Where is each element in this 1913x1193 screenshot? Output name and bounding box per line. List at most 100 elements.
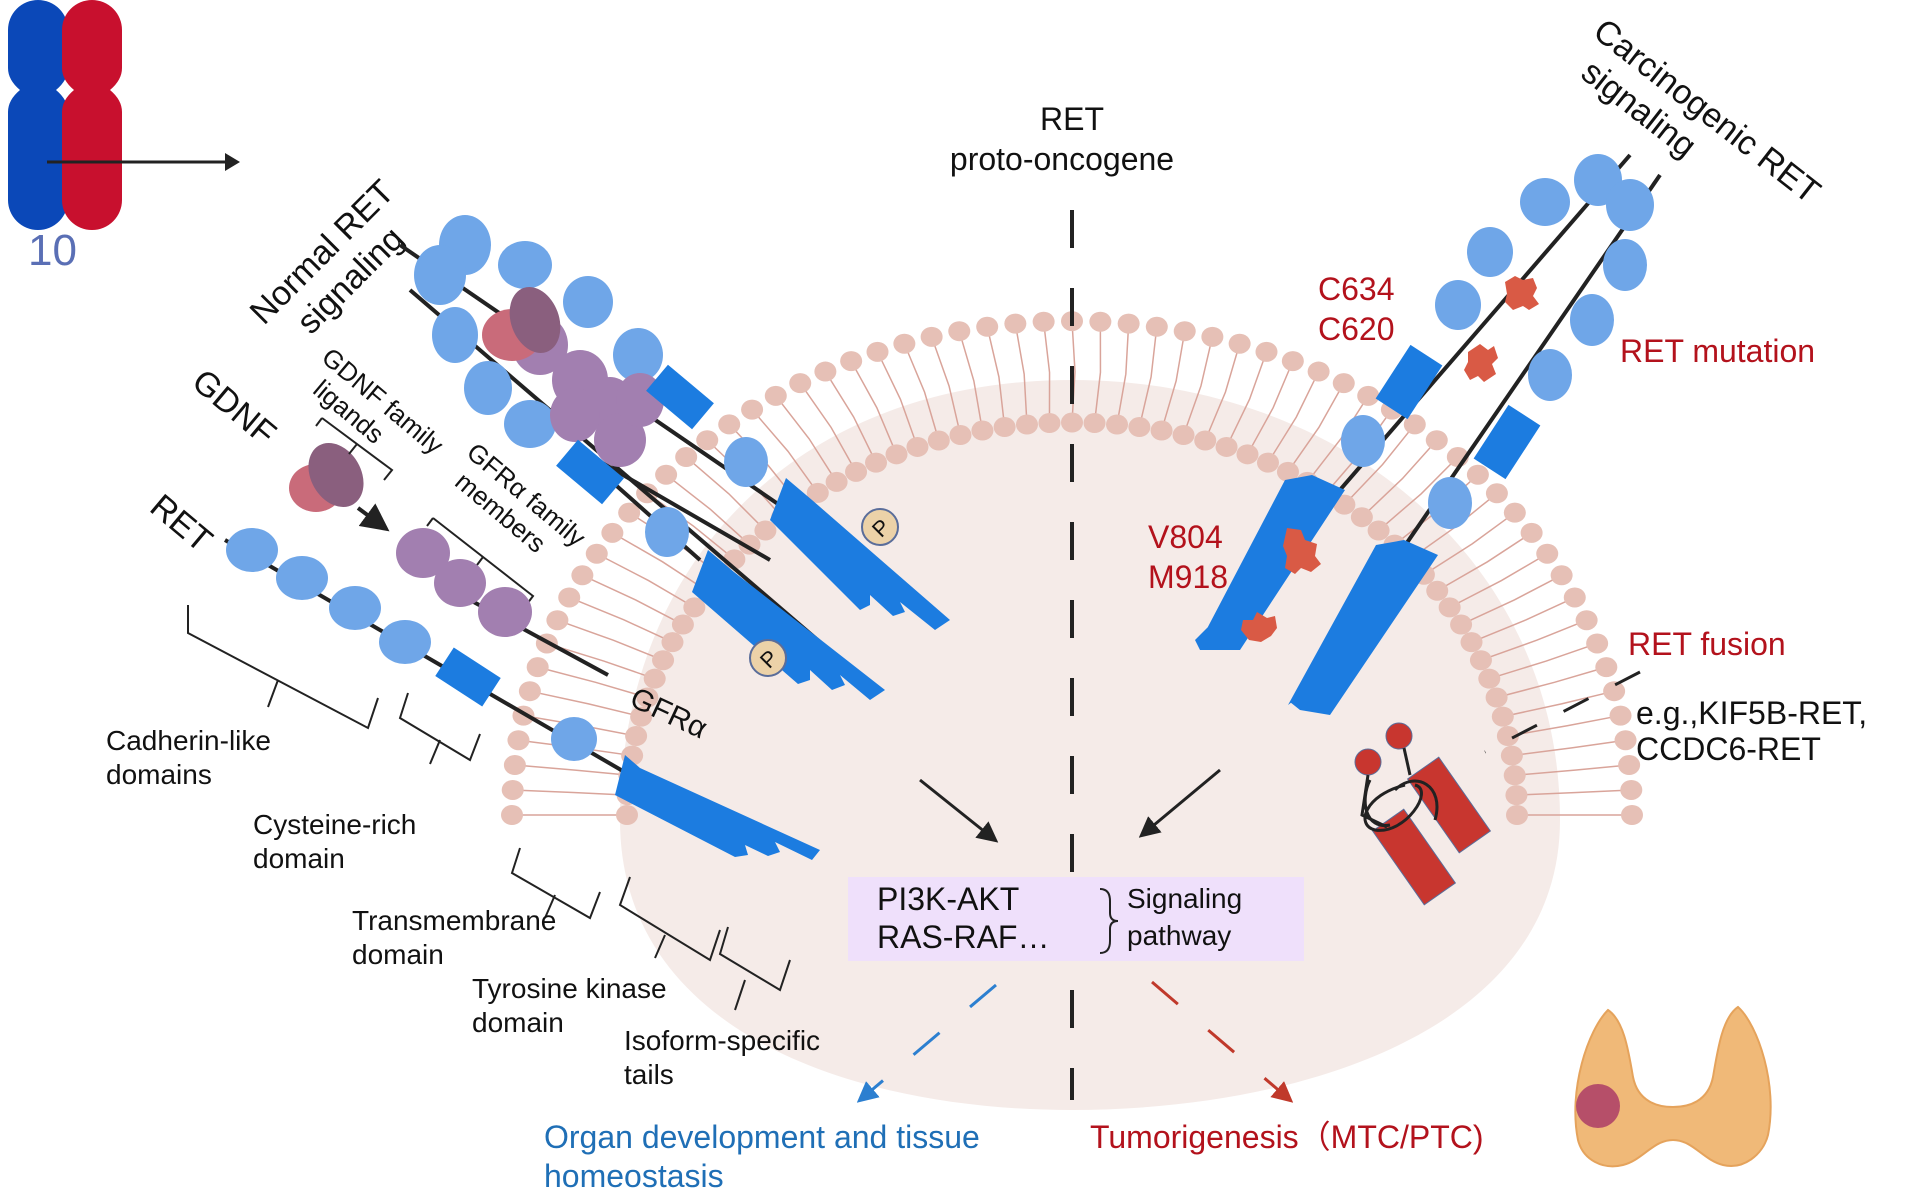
lipid-head: [1595, 657, 1618, 678]
lipid-tail: [1138, 326, 1158, 428]
ret-fusion-protein-icon: [1354, 722, 1492, 906]
lipid-tail: [1246, 360, 1294, 455]
lipid-head: [507, 730, 530, 751]
signaling-pathway-box: PI3K-AKT RAS-RAF… Signaling pathway: [848, 877, 1304, 961]
lipid-head: [636, 687, 659, 708]
chromosome-10-icon: [8, 0, 240, 230]
lipid-head: [1038, 413, 1061, 434]
lipid-tail: [876, 351, 919, 448]
lipid-head: [1015, 414, 1038, 435]
lipid-head: [866, 341, 889, 362]
lipid-head: [718, 414, 741, 435]
lipid-head: [501, 779, 524, 800]
lipid-head: [1621, 805, 1643, 825]
lipid-head: [618, 502, 641, 523]
lipid-head: [976, 316, 999, 337]
lipid-tail: [775, 395, 838, 483]
lipid-head: [893, 333, 916, 354]
domain-label: tails: [624, 1059, 674, 1090]
fusion-example-1: e.g.,KIF5B-RET,: [1636, 695, 1867, 731]
lipid-head: [840, 351, 863, 372]
lipid-head: [675, 447, 698, 468]
cytoplasm: [620, 380, 1560, 1110]
lipid-head: [885, 444, 908, 465]
lipid-head: [1485, 483, 1508, 504]
lipid-head: [1083, 413, 1106, 434]
lipid-head: [1276, 461, 1299, 482]
lipid-head: [1255, 341, 1278, 362]
lipid-tail: [514, 764, 630, 777]
lipid-head: [1333, 494, 1356, 515]
lipid-tail: [1460, 574, 1562, 626]
phospho-badge: P: [749, 639, 787, 677]
lipid-head: [661, 632, 684, 653]
domain-label: Cysteine-rich: [253, 809, 416, 840]
lipid-head: [652, 650, 675, 671]
lipid-head: [1500, 745, 1523, 766]
domain-label: Tyrosine kinase: [472, 973, 667, 1004]
lipid-head: [1478, 668, 1501, 689]
domain-label: Transmembrane: [352, 905, 556, 936]
lipid-tail: [665, 474, 750, 546]
lipid-head: [1089, 311, 1112, 332]
lipid-head: [754, 520, 777, 541]
lipid-head: [1172, 425, 1195, 446]
bracket: [315, 417, 394, 481]
lipid-tail: [1507, 714, 1621, 737]
lipid-head: [630, 706, 653, 727]
pathway-item: RAS-RAF…: [877, 919, 1049, 955]
domain-label: domain: [253, 843, 345, 874]
lipid-tail: [1306, 395, 1369, 483]
lipid-head: [825, 471, 848, 492]
lipid-tail: [529, 690, 642, 718]
lipid-head: [1281, 351, 1304, 372]
lipid-tail: [1225, 351, 1268, 448]
lipid-head: [1586, 633, 1609, 654]
lipid-head: [1496, 725, 1519, 746]
lipid-head: [1307, 361, 1330, 382]
lipid-tail: [1516, 789, 1632, 796]
lipid-head: [949, 425, 972, 446]
lipid-head: [1609, 705, 1632, 726]
title-line2: proto-oncogene: [950, 141, 1174, 177]
title-line1: RET: [1040, 101, 1104, 137]
gdnf-ligand-icon: [289, 443, 390, 532]
lipid-tail: [557, 619, 664, 661]
lipid-head: [625, 725, 648, 746]
domain-label: domain: [352, 939, 444, 970]
lipid-tail: [646, 492, 735, 560]
lipid-tail: [1042, 321, 1051, 424]
ret-label: RET: [143, 487, 220, 560]
lipid-head: [1032, 311, 1055, 332]
lipid-head: [806, 482, 829, 503]
lipid-head: [1215, 436, 1238, 457]
lipid-head: [671, 614, 694, 635]
lipid-head: [546, 610, 569, 631]
lipid-head: [1256, 452, 1279, 473]
lipid-head: [1117, 313, 1140, 334]
lipid-head: [1618, 755, 1641, 776]
lipid-head: [571, 565, 594, 586]
lipid-tail: [1449, 553, 1548, 609]
lipid-head: [1575, 610, 1598, 631]
lipid-head: [601, 522, 624, 543]
lipid-tail: [1502, 690, 1615, 718]
lipid-head: [1505, 785, 1528, 806]
lipid-head: [1403, 414, 1426, 435]
mutation-c634: C634: [1318, 271, 1395, 307]
lipid-head: [948, 321, 971, 342]
lipid-head: [865, 452, 888, 473]
lipid-head: [1450, 614, 1473, 635]
lipid-head: [1106, 414, 1129, 435]
lipid-head: [503, 755, 526, 776]
lipid-head: [1425, 430, 1448, 451]
lipid-head: [1536, 543, 1559, 564]
lipid-tail: [1287, 382, 1345, 473]
lipid-tail: [1361, 439, 1438, 518]
lipid-tail: [1160, 331, 1186, 431]
lipid-head: [1128, 417, 1151, 438]
lipid-head: [1367, 520, 1390, 541]
lipid-tail: [685, 456, 766, 532]
lipid-head: [1620, 779, 1643, 800]
ret-fusion-label: RET fusion: [1628, 626, 1786, 662]
